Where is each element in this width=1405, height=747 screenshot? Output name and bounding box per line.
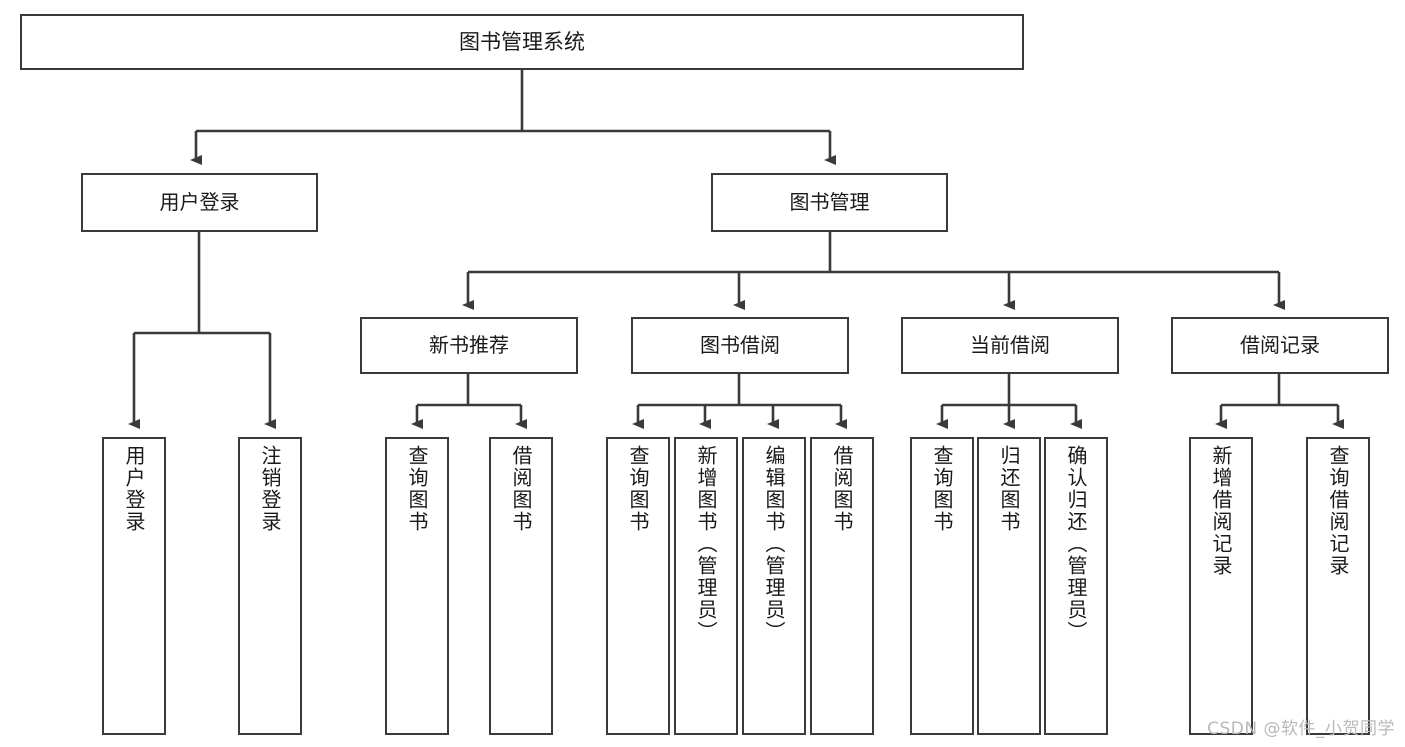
leaf-recommend-borrow-book[interactable]: 借阅图书 [489, 437, 553, 735]
node-label: 新增图书（管理员） [694, 445, 718, 643]
node-label: 新增借阅记录 [1209, 445, 1233, 577]
node-root-system[interactable]: 图书管理系统 [20, 14, 1024, 70]
node-label: 查询图书 [930, 445, 954, 533]
node-label: 用户登录 [159, 189, 240, 214]
node-label: 用户登录 [122, 445, 146, 533]
node-label: 图书借阅 [700, 332, 780, 357]
leaf-borrow-edit-book-admin[interactable]: 编辑图书（管理员） [742, 437, 806, 735]
node-label: 注销登录 [258, 445, 282, 533]
leaf-recommend-query-book[interactable]: 查询图书 [385, 437, 449, 735]
node-current-borrow[interactable]: 当前借阅 [901, 317, 1119, 374]
node-label: 借阅图书 [509, 445, 533, 533]
node-user-login[interactable]: 用户登录 [81, 173, 318, 232]
node-label: 借阅记录 [1240, 332, 1320, 357]
node-label: 借阅图书 [830, 445, 854, 533]
node-book-borrow[interactable]: 图书借阅 [631, 317, 849, 374]
node-label: 编辑图书（管理员） [762, 445, 786, 643]
node-label: 确认归还（管理员） [1064, 445, 1088, 643]
node-label: 查询借阅记录 [1326, 445, 1350, 577]
leaf-current-return-book[interactable]: 归还图书 [977, 437, 1041, 735]
node-borrow-record[interactable]: 借阅记录 [1171, 317, 1389, 374]
node-label: 图书管理系统 [459, 29, 585, 54]
node-label: 查询图书 [626, 445, 650, 533]
leaf-current-confirm-return-admin[interactable]: 确认归还（管理员） [1044, 437, 1108, 735]
leaf-borrow-borrow-book[interactable]: 借阅图书 [810, 437, 874, 735]
node-label: 图书管理 [789, 189, 870, 214]
leaf-borrow-add-book-admin[interactable]: 新增图书（管理员） [674, 437, 738, 735]
node-label: 当前借阅 [970, 332, 1050, 357]
leaf-user-logout[interactable]: 注销登录 [238, 437, 302, 735]
leaf-user-login[interactable]: 用户登录 [102, 437, 166, 735]
node-book-management[interactable]: 图书管理 [711, 173, 948, 232]
leaf-borrow-query-book[interactable]: 查询图书 [606, 437, 670, 735]
leaf-record-query-record[interactable]: 查询借阅记录 [1306, 437, 1370, 735]
leaf-current-query-book[interactable]: 查询图书 [910, 437, 974, 735]
leaf-record-add-record[interactable]: 新增借阅记录 [1189, 437, 1253, 735]
node-new-book-recommend[interactable]: 新书推荐 [360, 317, 578, 374]
watermark: CSDN @软件_小贺同学 [1207, 719, 1395, 739]
node-label: 归还图书 [997, 445, 1021, 533]
node-label: 新书推荐 [429, 332, 509, 357]
node-label: 查询图书 [405, 445, 429, 533]
